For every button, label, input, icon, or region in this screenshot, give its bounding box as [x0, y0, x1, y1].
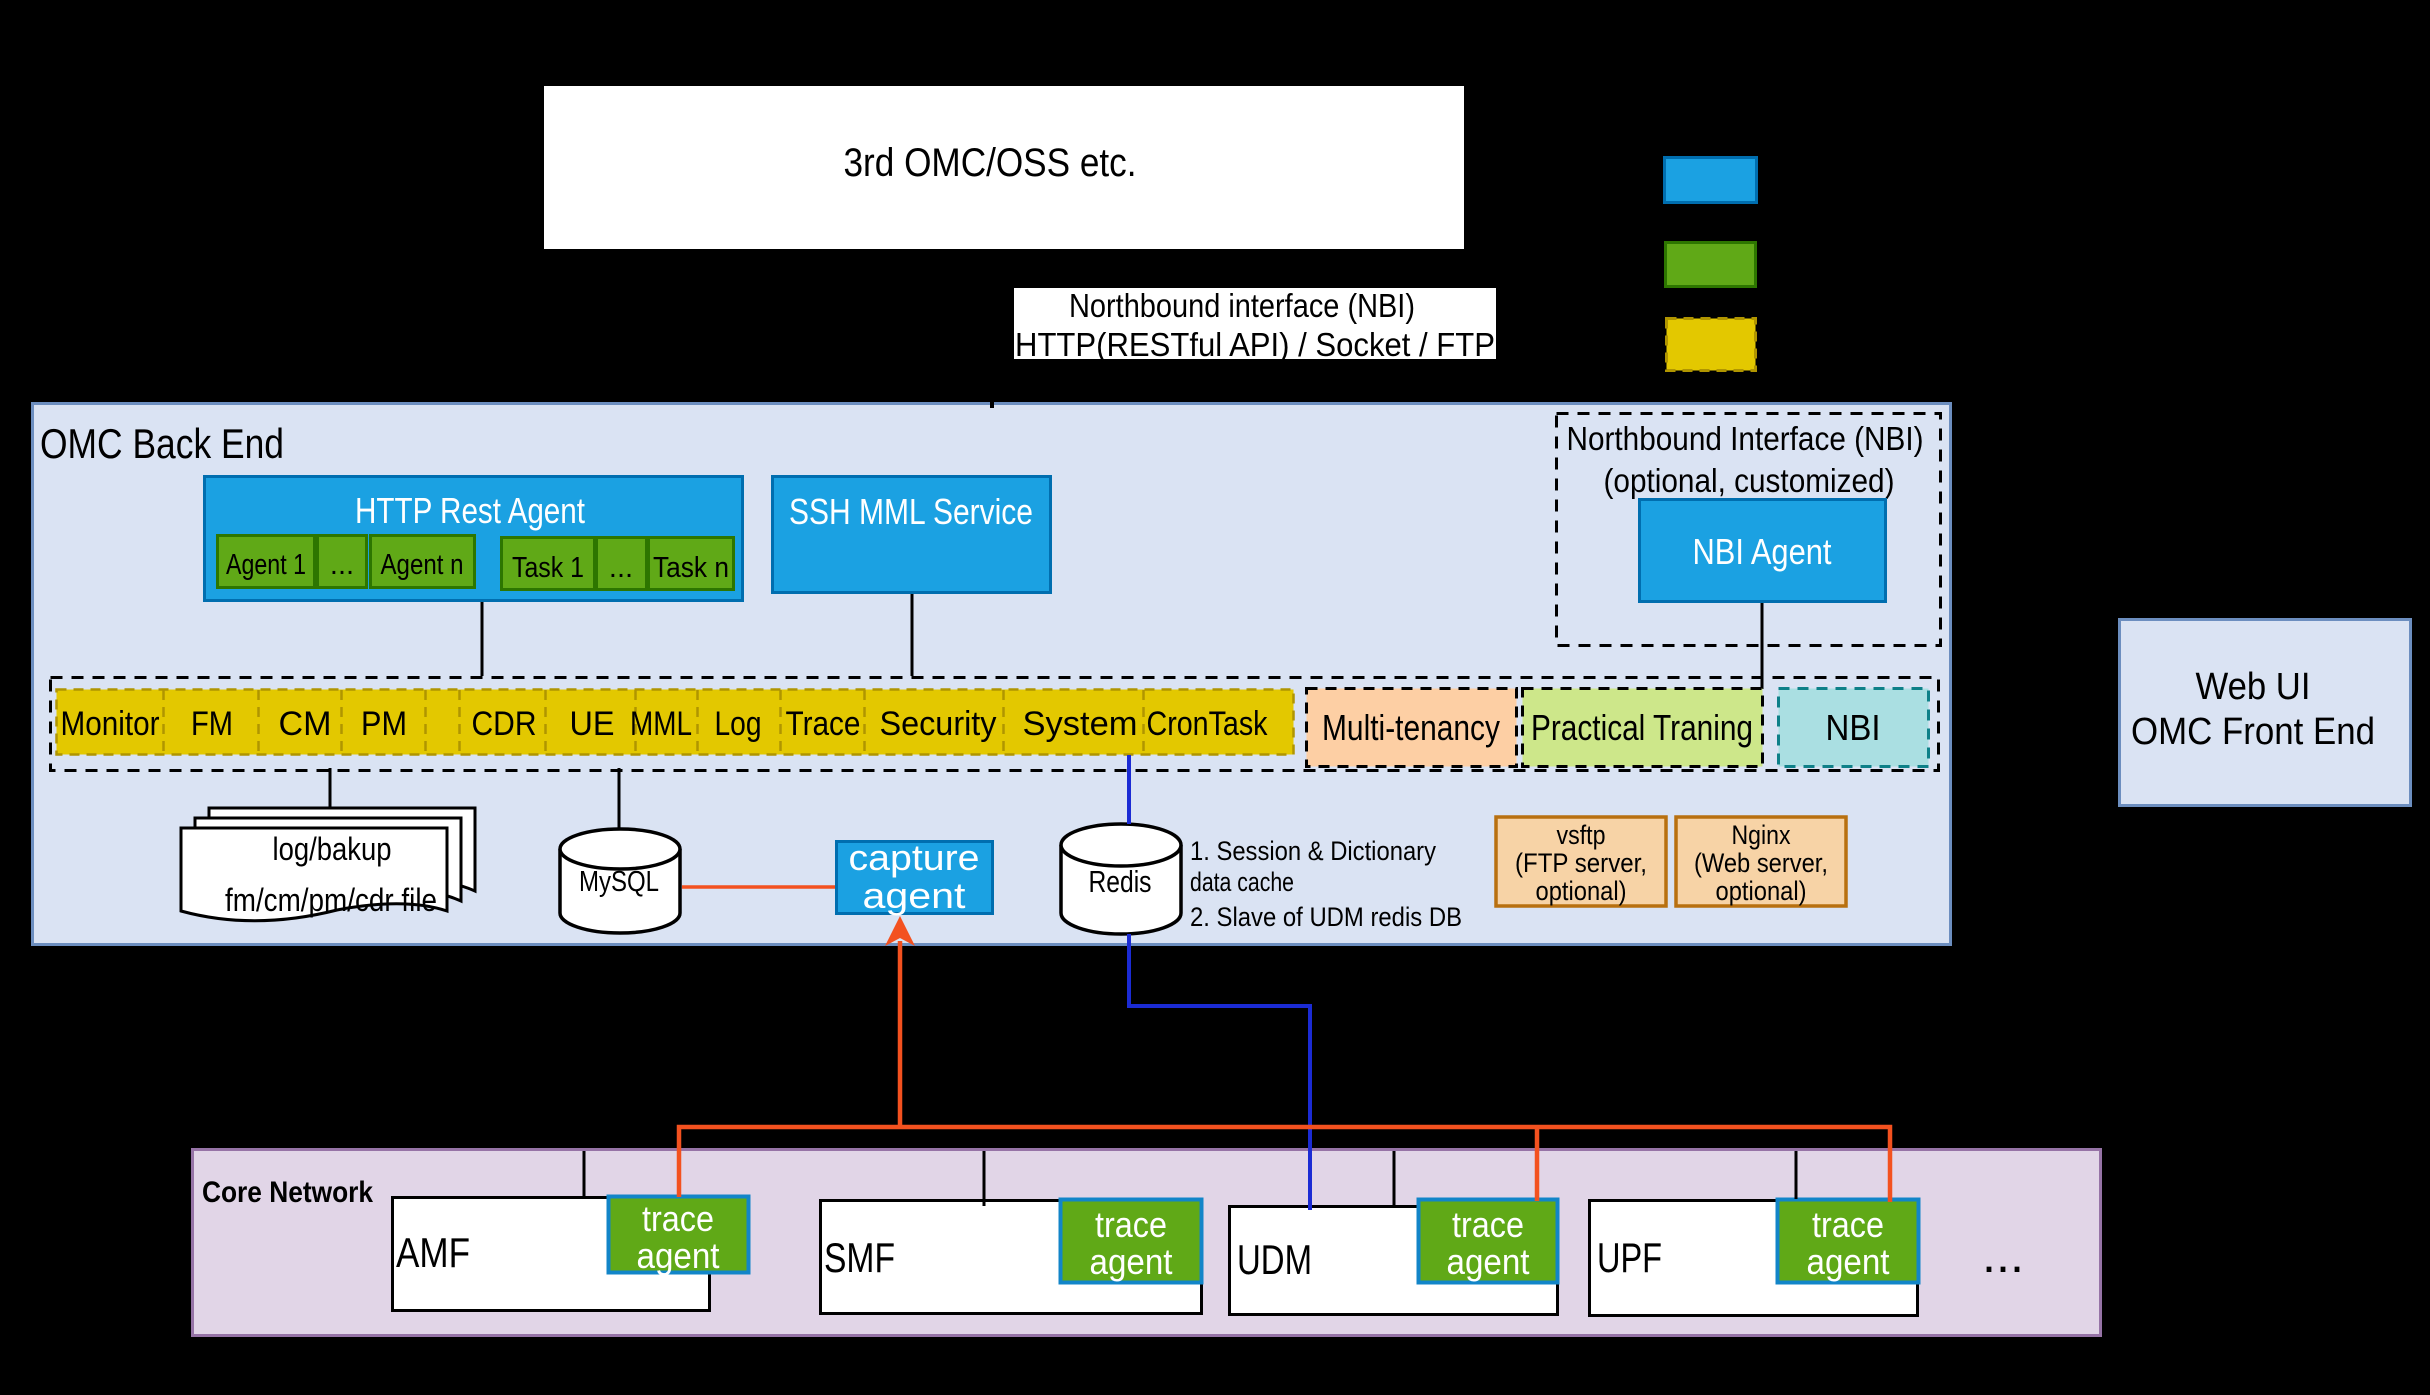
svg-text:MML: MML	[630, 705, 692, 743]
svg-text:agent: agent	[1090, 1241, 1173, 1282]
svg-text:agent: agent	[1807, 1241, 1890, 1282]
svg-text:Web UI: Web UI	[2196, 666, 2311, 708]
svg-text:data cache: data cache	[1190, 867, 1294, 897]
svg-text:Trace: Trace	[786, 705, 861, 743]
svg-text:trace: trace	[1812, 1204, 1884, 1245]
svg-text:Monitor: Monitor	[61, 705, 160, 743]
svg-text:capture: capture	[849, 837, 980, 878]
svg-text:SSH MML Service: SSH MML Service	[789, 491, 1033, 532]
svg-text:PM: PM	[361, 705, 407, 743]
svg-text:...: ...	[1982, 1227, 2024, 1283]
svg-text:agent: agent	[637, 1235, 720, 1276]
svg-text:Log: Log	[715, 705, 762, 743]
svg-text:System: System	[1023, 705, 1138, 743]
svg-text:CM: CM	[279, 705, 332, 743]
svg-text:agent: agent	[863, 875, 966, 916]
svg-text:(FTP server,: (FTP server,	[1515, 848, 1647, 878]
svg-text:HTTP(RESTful API) / Socket / F: HTTP(RESTful API) / Socket / FTP	[1015, 326, 1495, 363]
svg-text:NBI: NBI	[1826, 707, 1881, 748]
svg-text:trace: trace	[642, 1198, 714, 1239]
svg-text:MySQL: MySQL	[579, 866, 659, 898]
svg-text:UPF: UPF	[1597, 1234, 1662, 1281]
svg-text:trace: trace	[1095, 1204, 1167, 1245]
svg-text:agent: agent	[1447, 1241, 1530, 1282]
svg-text:(optional, customized): (optional, customized)	[1604, 462, 1895, 499]
svg-text:Nginx: Nginx	[1732, 820, 1791, 850]
svg-text:2. Slave of UDM redis DB: 2. Slave of UDM redis DB	[1190, 902, 1462, 932]
svg-text:OMC Front End: OMC Front End	[2131, 711, 2375, 753]
svg-text:Task 1: Task 1	[512, 552, 584, 584]
svg-text:vsftp: vsftp	[1557, 820, 1606, 850]
svg-text:optional): optional)	[1536, 876, 1627, 906]
svg-text:Practical Traning: Practical Traning	[1531, 707, 1753, 748]
svg-text:UE: UE	[570, 705, 615, 743]
svg-text:Security: Security	[880, 705, 997, 743]
svg-text:HTTP Rest Agent: HTTP Rest Agent	[355, 490, 585, 531]
svg-text:NBI Agent: NBI Agent	[1693, 531, 1832, 572]
svg-text:CDR: CDR	[472, 705, 537, 743]
svg-text:Redis: Redis	[1089, 864, 1152, 899]
svg-text:Task n: Task n	[653, 552, 729, 584]
svg-text:Agent n: Agent n	[381, 549, 464, 581]
svg-text:OMC Back End: OMC Back End	[40, 420, 284, 467]
svg-text:...: ...	[330, 549, 354, 581]
svg-text:optional): optional)	[1716, 876, 1807, 906]
svg-text:(Web server,: (Web server,	[1694, 848, 1828, 878]
svg-text:Northbound interface (NBI): Northbound interface (NBI)	[1069, 287, 1415, 324]
svg-text:Agent 1: Agent 1	[226, 549, 306, 581]
svg-text:CronTask: CronTask	[1147, 705, 1269, 743]
svg-text:fm/cm/pm/cdr file: fm/cm/pm/cdr file	[225, 882, 437, 918]
svg-text:1. Session & Dictionary: 1. Session & Dictionary	[1190, 836, 1436, 866]
svg-text:UDM: UDM	[1237, 1236, 1312, 1283]
svg-text:SMF: SMF	[824, 1234, 895, 1281]
svg-text:Core Network: Core Network	[202, 1176, 373, 1209]
svg-text:3rd OMC/OSS etc.: 3rd OMC/OSS etc.	[844, 141, 1137, 185]
svg-text:FM: FM	[191, 705, 233, 743]
svg-text:AMF: AMF	[396, 1229, 470, 1276]
svg-text:...: ...	[609, 552, 633, 584]
svg-text:trace: trace	[1452, 1204, 1524, 1245]
svg-text:log/bakup: log/bakup	[273, 831, 392, 867]
svg-text:Multi-tenancy: Multi-tenancy	[1322, 707, 1500, 748]
svg-text:Northbound Interface (NBI): Northbound Interface (NBI)	[1567, 420, 1924, 457]
